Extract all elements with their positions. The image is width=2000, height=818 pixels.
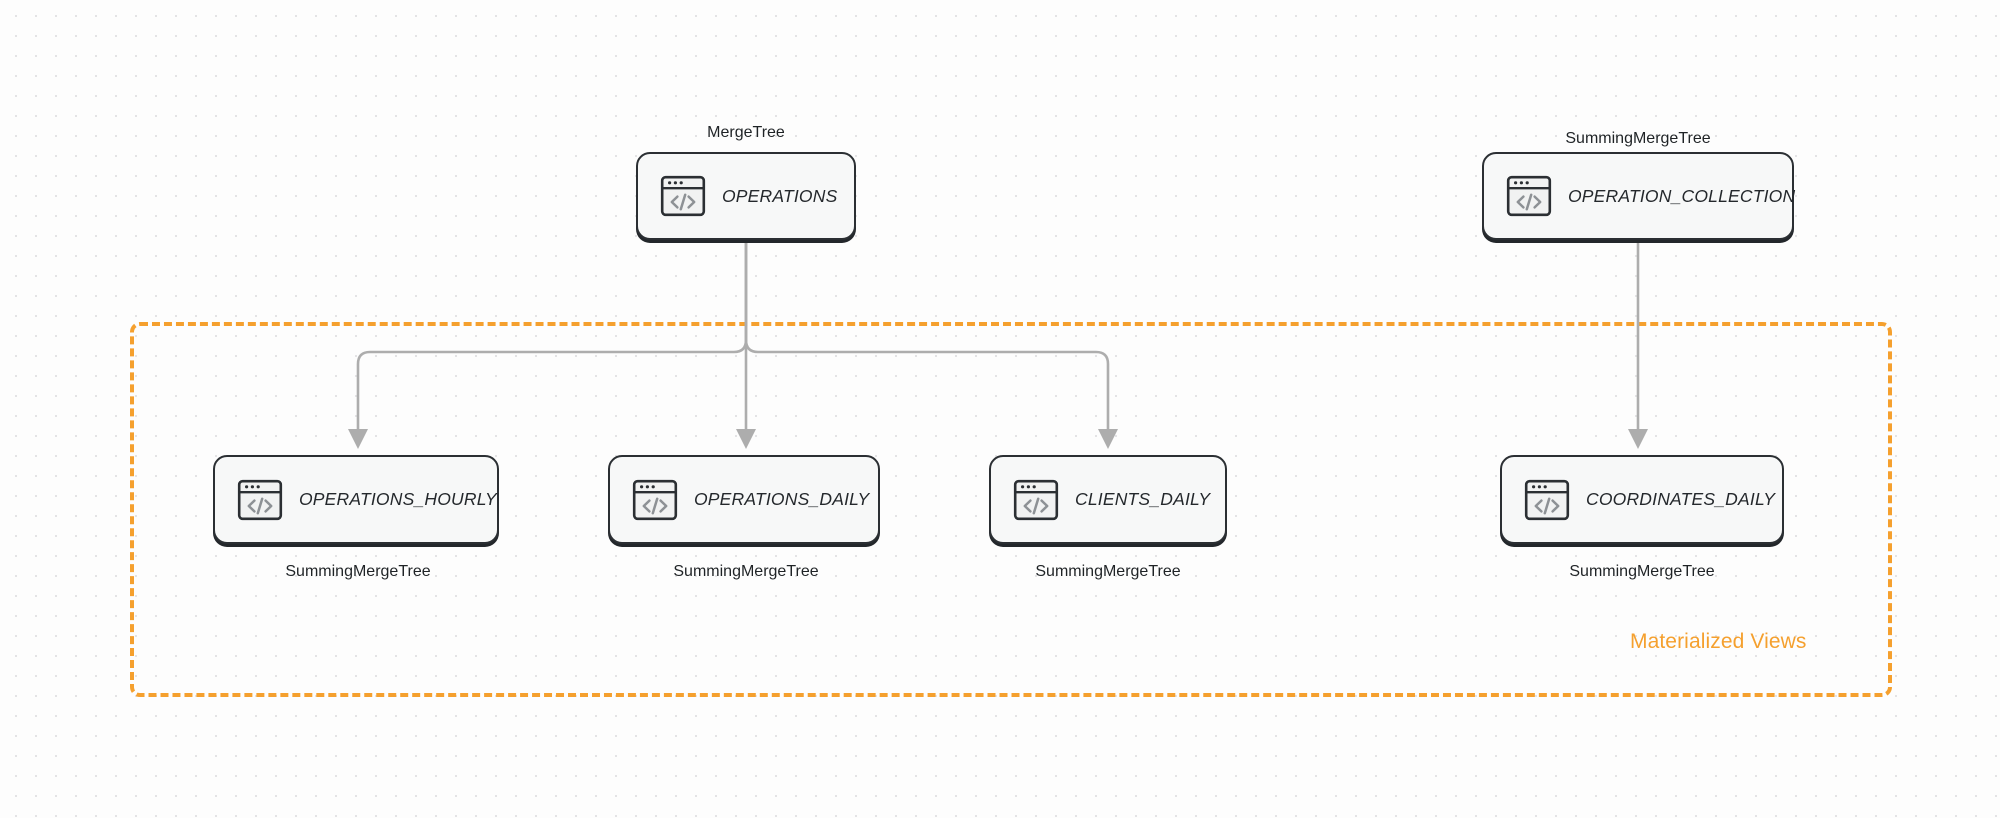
code-window-icon: [632, 479, 678, 520]
node-label: COORDINATES_DAILY: [1586, 489, 1776, 509]
node-label: OPERATION_COLLECTION: [1568, 185, 1796, 206]
node-label: OPERATIONS: [722, 185, 838, 206]
materialized-views-group-label: Materialized Views: [1630, 630, 1807, 653]
node-operation_collection[interactable]: OPERATION_COLLECTION: [1482, 152, 1796, 240]
node-label: CLIENTS_DAILY: [1075, 489, 1211, 509]
node-operations_hourly[interactable]: OPERATIONS_HOURLY: [213, 455, 499, 544]
engine-caption-operations_daily: SummingMergeTree: [673, 563, 819, 580]
code-window-icon: [1524, 479, 1570, 520]
node-coordinates_daily[interactable]: COORDINATES_DAILY: [1500, 455, 1784, 544]
node-operations_daily[interactable]: OPERATIONS_DAILY: [608, 455, 880, 544]
code-window-icon: [660, 175, 706, 217]
engine-caption-operations: MergeTree: [707, 124, 785, 141]
engine-caption-coordinates_daily: SummingMergeTree: [1569, 563, 1715, 580]
code-window-icon: [1506, 175, 1552, 217]
node-label: OPERATIONS_DAILY: [694, 489, 870, 509]
code-window-icon: [1013, 479, 1059, 520]
engine-caption-operation_collection: SummingMergeTree: [1565, 130, 1711, 147]
code-window-icon: [237, 479, 283, 520]
engine-caption-clients_daily: SummingMergeTree: [1035, 563, 1181, 580]
node-label: OPERATIONS_HOURLY: [299, 489, 497, 509]
engine-caption-operations_hourly: SummingMergeTree: [285, 563, 431, 580]
node-operations[interactable]: OPERATIONS: [636, 152, 856, 240]
node-clients_daily[interactable]: CLIENTS_DAILY: [989, 455, 1227, 544]
